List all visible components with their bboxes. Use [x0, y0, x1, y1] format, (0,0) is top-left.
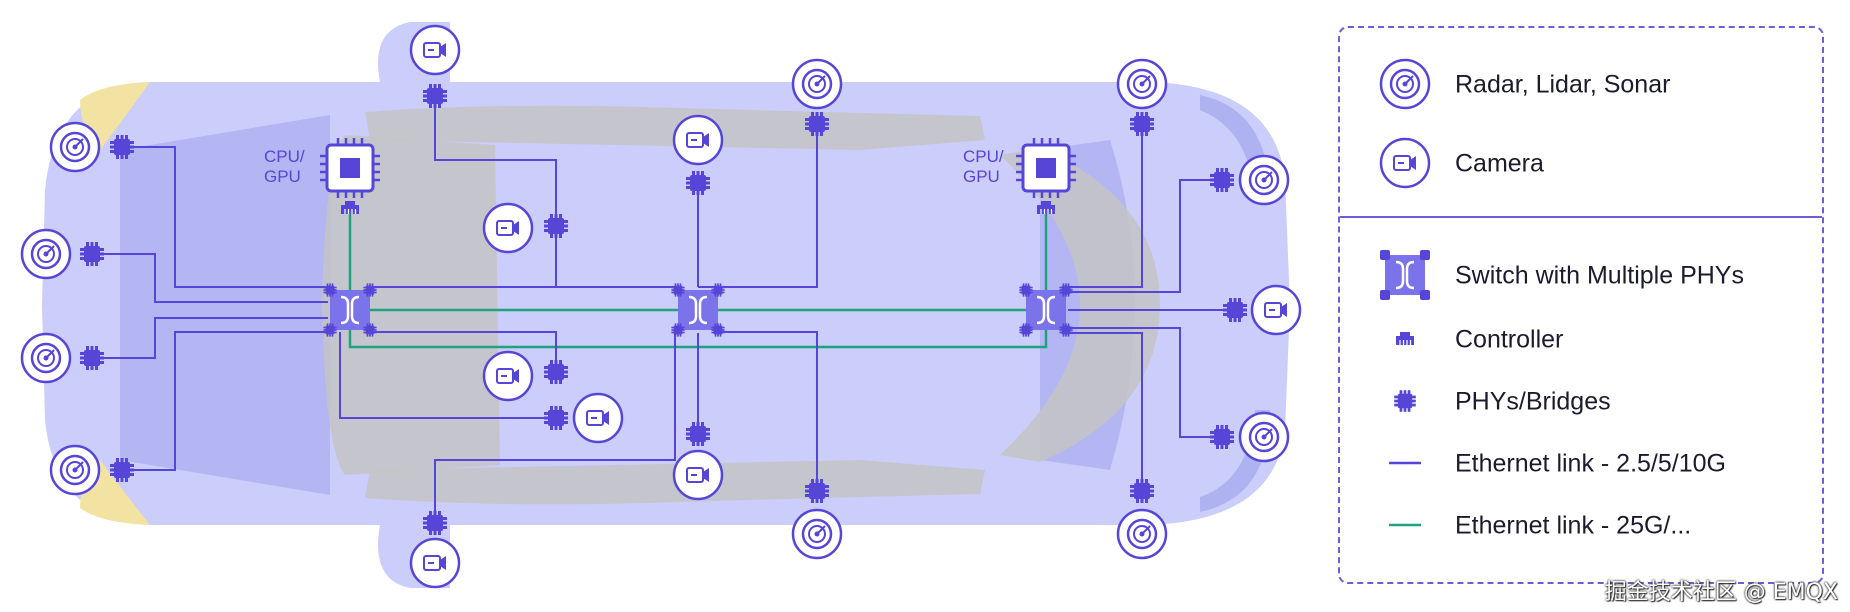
legend-divider — [1340, 216, 1822, 218]
legend-label-camera: Camera — [1455, 149, 1544, 178]
legend-label-radar: Radar, Lidar, Sonar — [1455, 70, 1671, 99]
cpu-label-left-line2: GPU — [264, 167, 301, 186]
phy-bridge-icon — [1394, 390, 1416, 412]
legend-item-ethernet-fast: Ethernet link - 25G/... — [1340, 496, 1822, 556]
legend-label-ethernet-fast: Ethernet link - 25G/... — [1455, 511, 1692, 540]
cpu-label-left-line1: CPU/ — [264, 147, 305, 166]
cpu-label-right-line2: GPU — [963, 167, 1000, 186]
legend: Radar, Lidar, Sonar Camera Switch with M… — [1338, 26, 1824, 584]
cpu-gpu-right-icon — [1014, 136, 1078, 200]
switch-right-icon — [1019, 283, 1072, 336]
cpu-gpu-left-icon — [318, 136, 382, 200]
legend-item-radar: Radar, Lidar, Sonar — [1340, 55, 1822, 115]
watermark: 掘金技术社区 @ EMQX — [1604, 580, 1838, 605]
camera-icon — [1379, 137, 1431, 189]
legend-item-camera: Camera — [1340, 134, 1822, 194]
cpu-label-right-line1: CPU/ — [963, 147, 1004, 166]
ethernet-link-icon — [1389, 461, 1421, 465]
legend-label-controller: Controller — [1455, 325, 1564, 354]
compute-units: CPU/ GPU CPU/ GPU — [264, 136, 1078, 215]
legend-item-phy: PHYs/Bridges — [1340, 372, 1822, 432]
controller-icon — [1396, 332, 1414, 345]
legend-item-ethernet-slow: Ethernet link - 2.5/5/10G — [1340, 434, 1822, 494]
vehicle-network-diagram: CPU/ GPU CPU/ GPU — [20, 22, 1302, 589]
legend-label-switch: Switch with Multiple PHYs — [1455, 261, 1744, 290]
radar-icon — [1379, 58, 1431, 110]
legend-label-phy: PHYs/Bridges — [1455, 387, 1611, 416]
ethernet-link-fast-icon — [1389, 523, 1421, 527]
legend-item-controller: Controller — [1340, 310, 1822, 370]
legend-item-switch: Switch with Multiple PHYs — [1340, 246, 1822, 306]
legend-label-ethernet-slow: Ethernet link - 2.5/5/10G — [1455, 449, 1726, 478]
switch-center-icon — [671, 283, 724, 336]
switch-left-icon — [323, 283, 376, 336]
ethernet-links — [92, 96, 1235, 523]
switch-icon — [1380, 250, 1430, 300]
